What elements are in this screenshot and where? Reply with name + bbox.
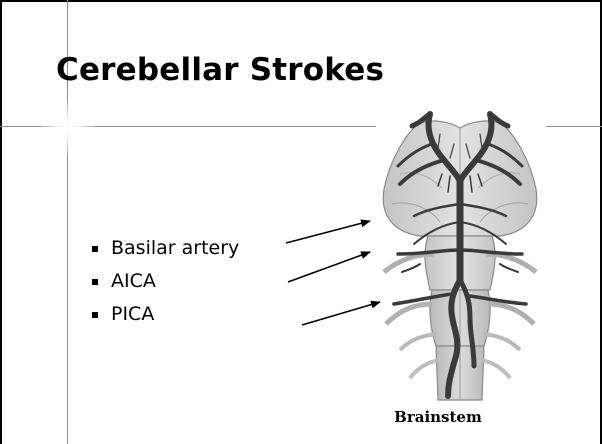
arrow-aica [288,252,370,282]
arrow-pica [302,302,380,325]
arrow-basilar-artery [286,221,370,243]
